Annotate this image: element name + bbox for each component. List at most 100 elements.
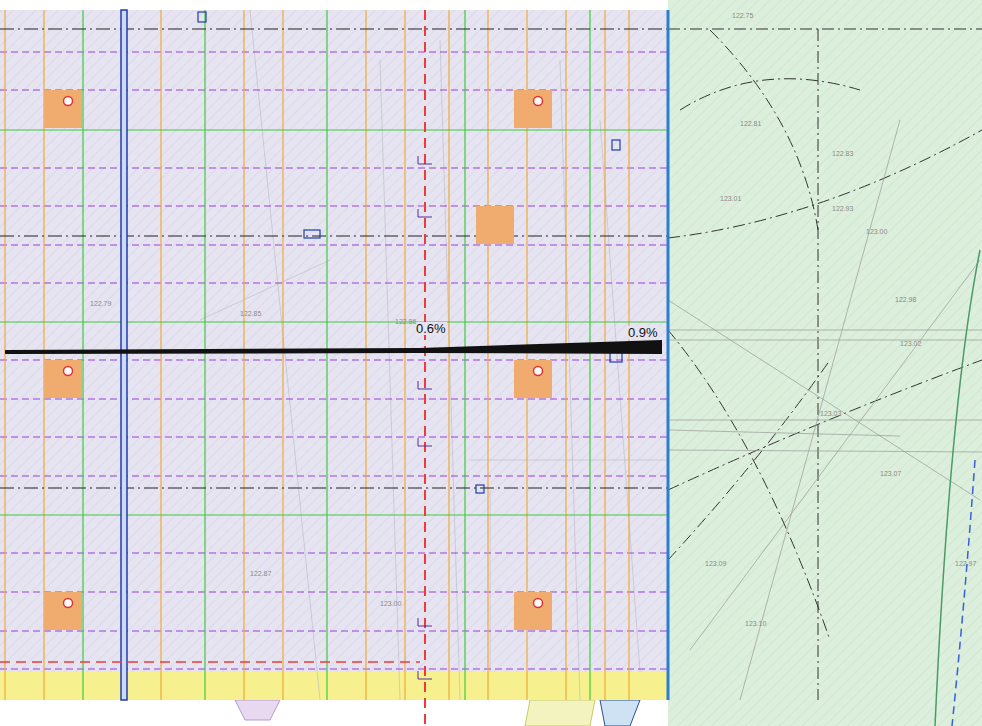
elevation-label: 123.07 [880, 470, 901, 477]
elevation-label: 122.98 [895, 296, 916, 303]
green-line [464, 10, 465, 700]
purple-dashed-line [0, 399, 668, 400]
purple-dashed-line [0, 631, 668, 632]
elevation-label: 122.86 [395, 318, 416, 325]
column-pad [514, 90, 552, 128]
pad-symbol [534, 367, 543, 376]
orange-line [365, 10, 366, 700]
arc-line [668, 130, 982, 238]
tick-mark [418, 618, 432, 626]
orange-line [628, 10, 629, 700]
survey-line [490, 490, 491, 672]
arc-line [668, 360, 830, 560]
tick-mark [418, 381, 432, 389]
small-box [476, 485, 484, 493]
green-line [82, 10, 83, 700]
column-pad [44, 360, 82, 398]
column-pad [514, 360, 552, 398]
elevation-label: 122.97 [955, 560, 976, 567]
slope-label: 0.6% [415, 322, 447, 335]
pad-area [0, 10, 668, 672]
column-pad [476, 206, 514, 244]
column-pad [514, 592, 552, 630]
pad-symbol [64, 97, 73, 106]
yellow-band [0, 672, 668, 700]
small-box [612, 140, 620, 150]
green-line [589, 10, 590, 700]
elevation-label: 122.75 [732, 12, 753, 19]
red-dashed-line [424, 10, 426, 726]
orange-line [448, 10, 449, 700]
orange-line [604, 10, 605, 700]
purple-dashed-line [0, 245, 668, 246]
orange-line [404, 10, 405, 700]
elevation-label: 123.00 [380, 600, 401, 607]
orange-line [243, 10, 244, 700]
dash-dot-line [668, 29, 982, 30]
red-dashed-line [0, 661, 420, 663]
green-hatch [668, 0, 982, 726]
elevation-label: 123.03 [820, 410, 841, 417]
elevation-label: 123.00 [866, 228, 887, 235]
pad-symbol [64, 367, 73, 376]
arc-line [710, 30, 818, 230]
green-line [935, 250, 980, 726]
pad-symbol [534, 599, 543, 608]
elevation-label: 123.09 [705, 560, 726, 567]
tick-mark [418, 209, 432, 217]
elevation-label: 122.79 [90, 300, 111, 307]
elevation-label: 123.01 [720, 195, 741, 202]
survey-line [250, 10, 320, 700]
purple-patch [235, 700, 280, 720]
green-area [668, 0, 982, 726]
purple-dashed-line [0, 669, 668, 670]
elevation-label: 122.85 [240, 310, 261, 317]
purple-dashed-line [0, 52, 668, 53]
pad-symbol [534, 97, 543, 106]
bottom-strip [0, 700, 668, 726]
orange-line [565, 10, 566, 700]
axis-line [0, 487, 668, 488]
purple-dashed-line [0, 437, 668, 438]
purple-dashed-line [0, 206, 668, 207]
elevation-label: 122.81 [740, 120, 761, 127]
orange-line [487, 10, 488, 700]
blue-dashed-line [952, 460, 975, 726]
green-line [326, 10, 327, 700]
small-box [198, 12, 206, 22]
elevation-label: 122.93 [832, 205, 853, 212]
survey-line [470, 460, 668, 461]
column-pad [44, 90, 82, 128]
orange-line [160, 10, 161, 700]
green-line [0, 129, 668, 130]
purple-dashed-line [0, 360, 668, 361]
dash-dot-line [818, 29, 819, 700]
slope-label: 0.9% [627, 326, 659, 339]
green-line [0, 321, 668, 322]
green-line [0, 514, 668, 515]
elevation-label: 123.02 [900, 340, 921, 347]
purple-dashed-line [0, 553, 668, 554]
purple-dashed-line [0, 168, 668, 169]
column-pad [44, 592, 82, 630]
purple-dashed-line [0, 592, 668, 593]
elevation-label: 122.83 [832, 150, 853, 157]
orange-line [282, 10, 283, 700]
purple-dashed-line [0, 476, 668, 477]
axis-line [0, 28, 668, 29]
slope-line [5, 340, 662, 354]
tick-mark [418, 438, 432, 446]
blue-wall [121, 10, 127, 700]
green-line [204, 10, 205, 700]
arc-line [668, 330, 830, 640]
pad-edge [667, 10, 670, 700]
tick-mark [418, 156, 432, 164]
tick-mark [418, 671, 432, 679]
axis-line [0, 235, 668, 236]
elevation-label: 123.10 [745, 620, 766, 627]
orange-line [4, 10, 5, 700]
purple-dashed-line [0, 90, 668, 91]
elevation-label: 122.87 [250, 570, 271, 577]
survey-line [440, 40, 460, 700]
